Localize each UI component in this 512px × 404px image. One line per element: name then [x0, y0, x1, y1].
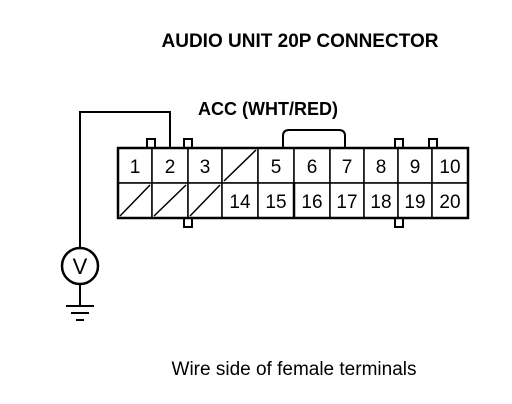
pin-number: 9 [410, 157, 421, 178]
connector-hood [282, 129, 346, 148]
pin-number: 18 [370, 192, 391, 213]
blank-cavity-slash [223, 149, 257, 182]
blank-cavity-slash [153, 184, 187, 217]
connector-tab [183, 217, 193, 228]
pin-number: 2 [165, 157, 176, 178]
blank-cavity-slash [189, 184, 221, 217]
connector-tab [394, 217, 404, 228]
pin-cell-5 [257, 147, 295, 184]
pin-cell-1 [117, 147, 153, 184]
ground-icon [66, 305, 94, 321]
pin-number: 3 [200, 157, 211, 178]
connector-body: 1 2 3 5 6 7 8 9 10 14 15 16 17 18 19 20 [116, 129, 470, 228]
pin-number: 5 [271, 157, 282, 178]
diagram-caption: Wire side of female terminals [172, 359, 417, 380]
voltmeter-label: V [73, 254, 88, 279]
pin-number: 8 [376, 157, 387, 178]
voltmeter-icon: V [60, 246, 100, 286]
pin-number: 19 [404, 192, 425, 213]
pin-cell-9 [397, 147, 433, 184]
connector-tab [428, 138, 438, 149]
pin-number: 10 [439, 157, 460, 178]
probe-wire [79, 111, 171, 248]
pin-number: 20 [439, 192, 460, 213]
diagram-title: AUDIO UNIT 20P CONNECTOR [162, 31, 439, 52]
connector-tab [394, 138, 404, 149]
pin-number: 14 [229, 192, 251, 213]
pin-cell-15 [257, 182, 295, 219]
connector-tab [183, 138, 193, 149]
pin-cell-2 [151, 147, 189, 184]
pin-number: 16 [301, 192, 322, 213]
pin-number: 17 [336, 192, 357, 213]
pin-cell-19 [397, 182, 433, 219]
pin-number: 7 [342, 157, 353, 178]
pin-number: 6 [307, 157, 318, 178]
connector-outline [116, 146, 470, 220]
connector-tab [146, 138, 156, 149]
pin-number: 15 [265, 192, 286, 213]
pin-number: 1 [130, 157, 141, 178]
blank-cavity-slash [119, 184, 151, 217]
pin-cell-8 [363, 147, 399, 184]
wire-label: ACC (WHT/RED) [198, 99, 338, 119]
